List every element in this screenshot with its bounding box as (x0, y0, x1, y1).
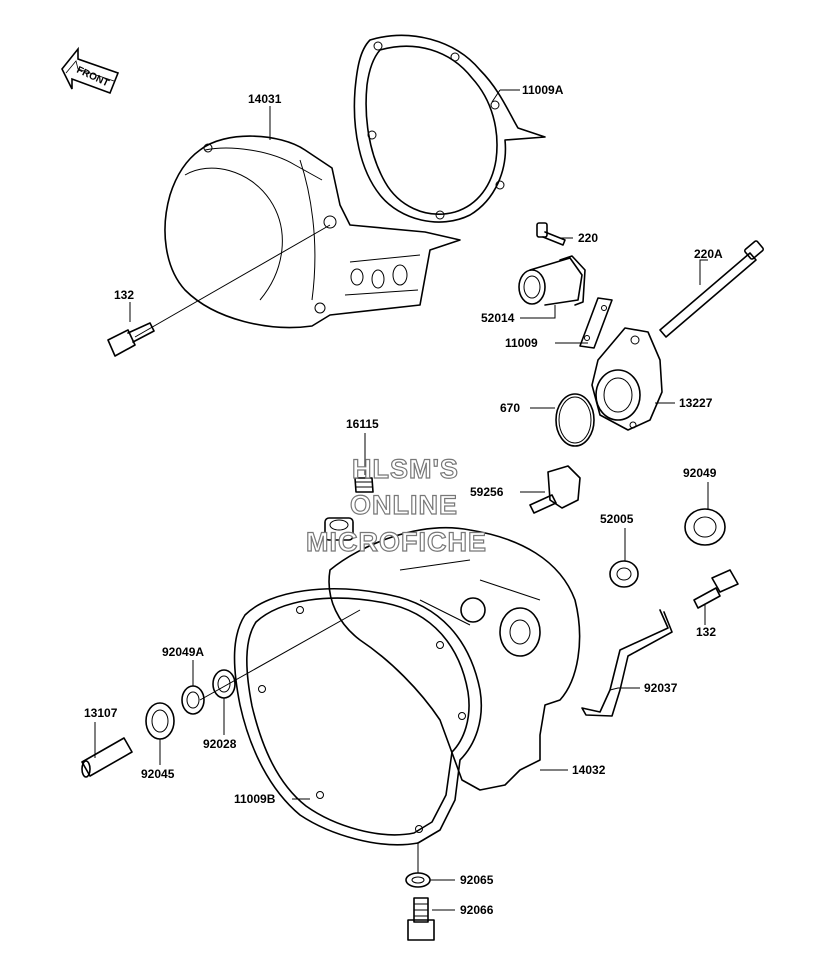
oil-seal-92049 (684, 508, 726, 546)
label-14031: 14031 (248, 92, 282, 106)
bolt-220 (536, 222, 566, 246)
o-ring-670 (555, 393, 595, 447)
label-11009A: 11009A (522, 83, 564, 97)
bolt-132-upper (107, 322, 155, 357)
drain-plug-92066 (407, 897, 435, 941)
impeller-59256 (529, 465, 581, 514)
label-52005: 52005 (600, 512, 634, 526)
watermark-line-3: MICROFICHE (306, 527, 487, 557)
front-arrow-icon: FRONT (61, 46, 120, 95)
bolt-220A (659, 240, 764, 338)
label-92037: 92037 (644, 681, 678, 695)
label-92065: 92065 (460, 873, 494, 887)
label-14032: 14032 (572, 763, 606, 777)
label-92049A: 92049A (162, 645, 204, 659)
label-13227: 13227 (679, 396, 713, 410)
pump-housing-13227 (591, 327, 663, 431)
label-220A: 220A (694, 247, 723, 261)
label-11009: 11009 (505, 336, 538, 350)
label-11009B: 11009B (234, 792, 276, 806)
label-132-upper: 132 (114, 288, 134, 302)
pipe-fitting-52014 (518, 255, 586, 306)
label-59256: 59256 (470, 485, 504, 499)
label-132-lower: 132 (696, 625, 716, 639)
bearing-92045 (145, 702, 175, 740)
clutch-cover-14032 (324, 517, 581, 791)
label-92049: 92049 (683, 466, 717, 480)
leader-lines (94, 89, 709, 911)
label-13107: 13107 (84, 706, 118, 720)
watermark-line-2: ONLINE (350, 490, 458, 520)
label-92066: 92066 (460, 903, 494, 917)
label-52014: 52014 (481, 311, 515, 325)
shaft-13107 (81, 737, 133, 778)
label-220: 220 (578, 231, 598, 245)
bolt-132-lower (693, 569, 739, 609)
watermark: HLSM'S ONLINE MICROFICHE (305, 453, 487, 557)
part-labels: 14031 11009A 220 220A 132 52014 11009 67… (84, 83, 723, 917)
label-92045: 92045 (141, 767, 175, 781)
seal-52005 (609, 560, 639, 588)
label-16115: 16115 (346, 417, 379, 431)
plug-16115 (354, 477, 374, 493)
clamp-92037 (581, 609, 673, 717)
washer-92065 (405, 872, 431, 888)
gasket-11009 (579, 297, 613, 349)
watermark-line-1: HLSM'S (352, 454, 459, 484)
bushing-92028 (212, 669, 236, 699)
gasket-11009A (353, 34, 546, 223)
label-670: 670 (500, 401, 520, 415)
gasket-11009B (233, 588, 483, 846)
label-92028: 92028 (203, 737, 237, 751)
generator-cover-14031 (164, 135, 461, 329)
